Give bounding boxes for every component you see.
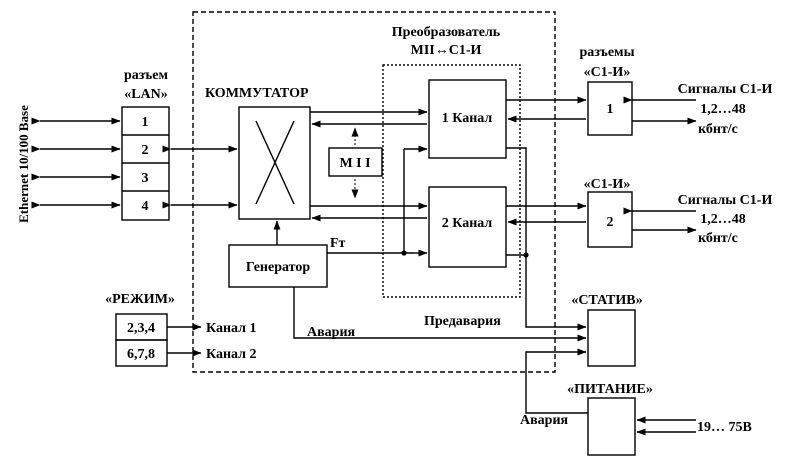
signals-2-line1: Сигналы C1-И xyxy=(678,193,773,208)
stativ-block xyxy=(587,309,636,367)
channel-2-label: 2 Канал xyxy=(442,216,493,231)
generator-label: Генератор xyxy=(246,260,310,275)
alarm-label: Авария xyxy=(307,325,356,340)
signals-1-line1: Сигналы C1-И xyxy=(678,82,773,97)
device-frame xyxy=(192,11,556,373)
c1-connector-2 xyxy=(587,191,633,248)
lan-port-1: 1 xyxy=(142,115,149,130)
power-voltage: 19… 75В xyxy=(697,420,752,435)
channel-1-label: 1 Канал xyxy=(442,111,493,126)
mode-value-1: 2,3,4 xyxy=(127,321,155,336)
switch-block xyxy=(238,106,311,220)
signals-2-line2: 1,2…48 xyxy=(700,212,746,227)
converter-frame xyxy=(382,64,521,298)
prealarm-label: Предавария xyxy=(424,314,501,329)
mii-box xyxy=(328,147,383,177)
converter-title-line2: MII↔C1-И xyxy=(411,43,482,58)
connector-1-label: «C1-И» xyxy=(584,65,631,80)
signals-1-line2: 1,2…48 xyxy=(700,102,746,117)
power-label: «ПИТАНИЕ» xyxy=(567,382,653,397)
ft-label: Fт xyxy=(330,236,346,251)
lan-title-line1: разъем xyxy=(124,68,169,83)
power-block xyxy=(587,397,636,456)
generator-block xyxy=(228,244,328,288)
c1-connector-1 xyxy=(587,81,633,136)
signals-2-line3: кбнт/с xyxy=(698,231,738,246)
ethernet-label: Ethernet 10/100 Base xyxy=(16,105,31,223)
stativ-label: «СТАТИВ» xyxy=(571,293,642,308)
mode-channel-1: Канал 1 xyxy=(206,321,257,336)
converter-title-line1: Преобразователь xyxy=(392,25,501,40)
alarm2-label: Авария xyxy=(520,413,569,428)
connector-2-number: 2 xyxy=(607,215,614,230)
channel-1-block xyxy=(428,79,507,159)
mii-label: М I I xyxy=(339,156,370,171)
lan-port-4: 4 xyxy=(142,199,149,214)
connectors-title-line1: разъемы xyxy=(579,45,634,60)
mode-value-2: 6,7,8 xyxy=(127,347,155,362)
channel-2-block xyxy=(428,186,507,268)
lan-title-line2: «LAN» xyxy=(124,87,168,102)
lan-port-2: 2 xyxy=(142,143,149,158)
signals-1-line3: кбнт/с xyxy=(698,122,738,137)
connector-2-label: «C1-И» xyxy=(584,177,631,192)
connector-1-number: 1 xyxy=(607,102,614,117)
mode-title: «РЕЖИМ» xyxy=(105,292,175,307)
lan-port-3: 3 xyxy=(142,171,149,186)
switch-label: КОММУТАТОР xyxy=(205,86,309,101)
junction-dots xyxy=(401,250,529,258)
mode-channel-2: Канал 2 xyxy=(206,347,257,362)
